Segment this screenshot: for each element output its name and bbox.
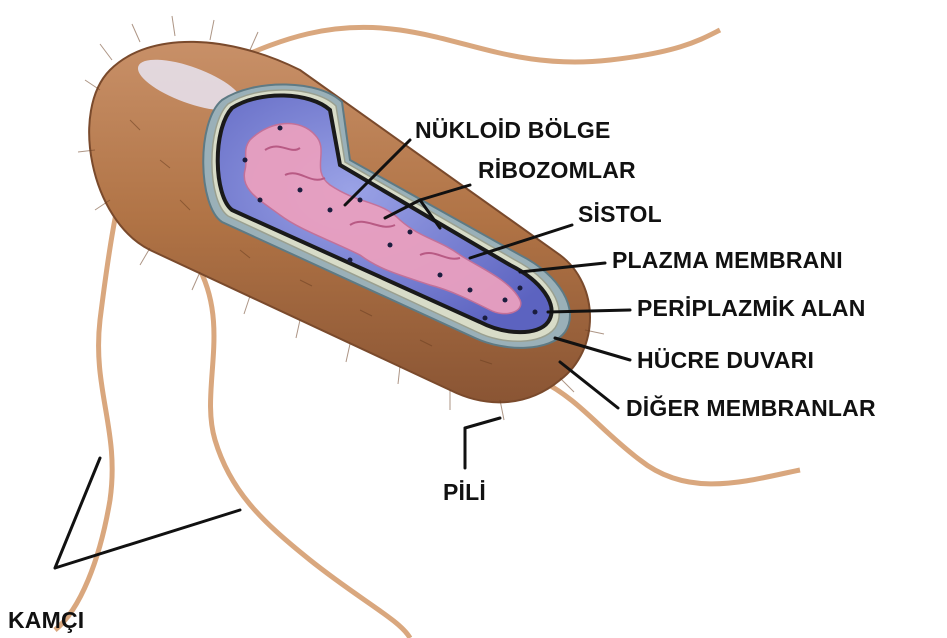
label-other-membranes: DİĞER MEMBRANLAR [626,394,876,421]
flagellum-top [235,27,720,62]
label-ribosomes: RİBOZOMLAR [478,157,636,183]
label-flagella: KAMÇI [8,607,84,633]
label-nucleoid: NÜKLOİD BÖLGE [415,117,611,143]
label-cell-wall: HÜCRE DUVARI [637,347,814,373]
label-periplasmic-space: PERİPLAZMİK ALAN [637,295,866,321]
leader-pili [465,418,500,468]
label-plasma-membrane: PLAZMA MEMBRANI [612,247,843,273]
label-cytosol: SİSTOL [578,201,662,227]
leader-flagella [55,458,240,568]
label-pili: PİLİ [443,479,486,505]
leader-periplasmic [548,310,630,312]
